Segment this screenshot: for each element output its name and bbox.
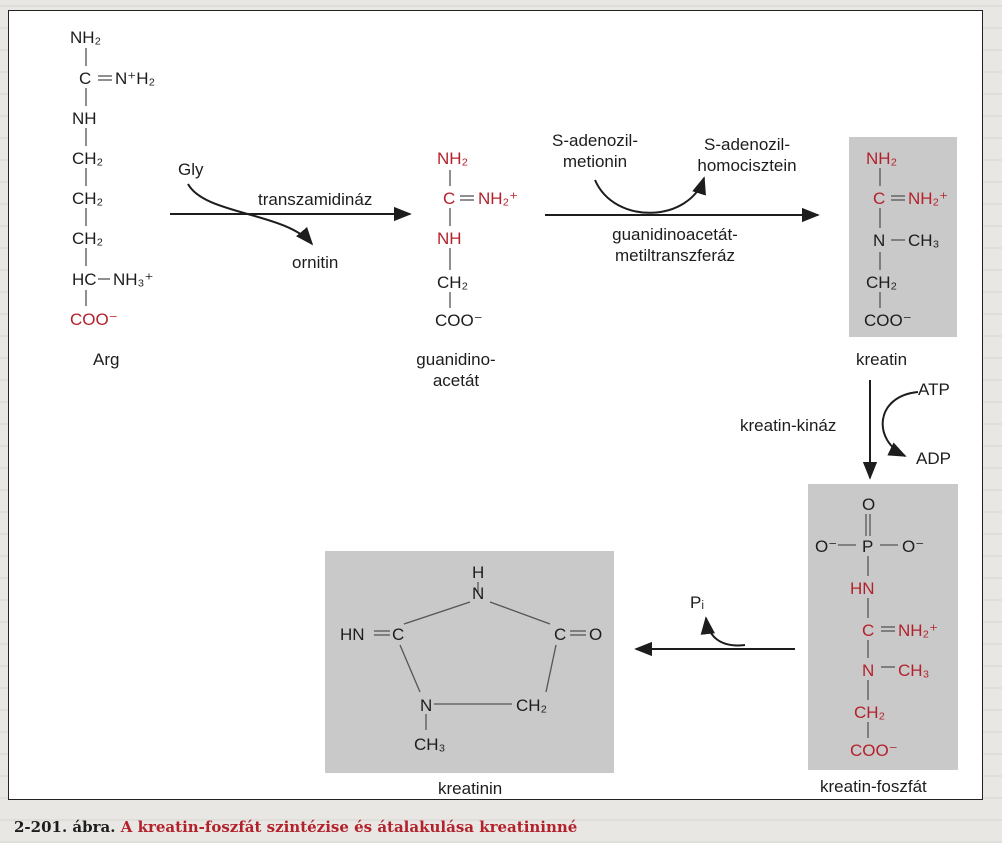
pc-c: C [862, 621, 875, 640]
step2-side-arrow [594, 176, 706, 214]
arg-ch2-3: CH₂ [72, 229, 104, 248]
ga-name-line1: guanidino- [416, 350, 496, 369]
atp-label: ATP [918, 380, 950, 399]
arg-ch2-1: CH₂ [72, 149, 104, 168]
ctn-ch2: CH₂ [516, 696, 548, 715]
step1-side-arrow [187, 183, 314, 246]
ctn-ring-bond [399, 644, 421, 693]
pc-o-left: O⁻ [815, 537, 838, 556]
ctn-n-top: N [472, 584, 485, 603]
arg-name: Arg [93, 350, 120, 369]
step3-side-arrow [881, 391, 919, 457]
pc-coo: COO⁻ [850, 741, 898, 760]
caption-title: A kreatin-foszfát szintézise és átalakul… [120, 818, 578, 836]
figure-caption: 2-201. ábra. A kreatin-foszfát szintézis… [14, 818, 577, 836]
step4-side-arrow [700, 616, 746, 647]
sah-line1: S-adenozil- [704, 135, 790, 154]
ctn-c-right: C [554, 625, 567, 644]
pi-label: Pᵢ [690, 593, 705, 612]
ornitin-label: ornitin [292, 253, 339, 272]
arg-nh3: NH₃⁺ [113, 270, 154, 289]
gly-label: Gly [178, 160, 204, 179]
pc-ch3: CH₃ [898, 661, 930, 680]
pc-o-right: O⁻ [902, 537, 925, 556]
ga-c: C [443, 189, 456, 208]
arg-c: C [79, 69, 92, 88]
ctn-name: kreatinin [438, 779, 503, 798]
ctn-n-bottom: N [420, 696, 433, 715]
arg-nh: NH [72, 109, 97, 128]
ga-nh2: NH₂ [437, 149, 469, 168]
ck-label: kreatin-kináz [740, 416, 837, 435]
sam-line1: S-adenozil- [552, 131, 638, 150]
creatinine-highlight [325, 551, 614, 773]
arg-nh2: NH₂ [70, 28, 102, 47]
pc-nh2plus: NH₂⁺ [898, 621, 939, 640]
pc-p: P [862, 537, 874, 556]
ctn-hn: HN [340, 625, 365, 644]
caption-number: 2-201. ábra. [14, 818, 116, 836]
sah-line2: homocisztein [697, 156, 797, 176]
creatine-highlight [849, 137, 957, 337]
ga-name-line2: acetát [432, 371, 480, 391]
cr-nh2: NH₂ [866, 149, 898, 168]
arg-nplus: N⁺H₂ [115, 69, 156, 88]
pc-hn: HN [850, 579, 875, 598]
ga-name: guanidino- acetát [401, 349, 511, 392]
sah-label: S-adenozil- homocisztein [682, 134, 812, 177]
ga-nh2plus: NH₂⁺ [478, 189, 519, 208]
ga-nh: NH [437, 229, 462, 248]
ctn-ch3: CH₃ [414, 735, 446, 754]
ga-ch2: CH₂ [437, 273, 469, 292]
cr-nh2plus: NH₂⁺ [908, 189, 949, 208]
arg-hc: HC [72, 270, 97, 289]
gamt-line1: guanidinoacetát- [612, 225, 738, 244]
ctn-c-left: C [392, 625, 405, 644]
gamt-label: guanidinoacetát- metiltranszferáz [580, 224, 770, 267]
adp-label: ADP [916, 449, 951, 468]
ctn-ring-bond [403, 601, 471, 625]
transzamidinaz-label: transzamidináz [258, 190, 373, 209]
ga-coo: COO⁻ [435, 311, 483, 330]
cr-n: N [873, 231, 886, 250]
cr-coo: COO⁻ [864, 311, 912, 330]
gamt-line2: metiltranszferáz [615, 246, 735, 266]
ctn-o: O [589, 625, 603, 644]
pc-name: kreatin-foszfát [820, 777, 927, 796]
ctn-ring-bond [489, 601, 551, 625]
cr-ch3: CH₃ [908, 231, 940, 250]
ctn-h: H [472, 563, 485, 582]
ctn-ring-bond [545, 644, 557, 693]
arg-coo: COO⁻ [70, 310, 118, 329]
arg-ch2-2: CH₂ [72, 189, 104, 208]
sam-line2: metionin [562, 152, 628, 172]
pc-n: N [862, 661, 875, 680]
pc-o-top: O [862, 495, 876, 514]
sam-label: S-adenozil- metionin [540, 130, 650, 173]
cr-c: C [873, 189, 886, 208]
cr-name: kreatin [856, 350, 908, 369]
cr-ch2: CH₂ [866, 273, 898, 292]
pc-ch2: CH₂ [854, 703, 886, 722]
